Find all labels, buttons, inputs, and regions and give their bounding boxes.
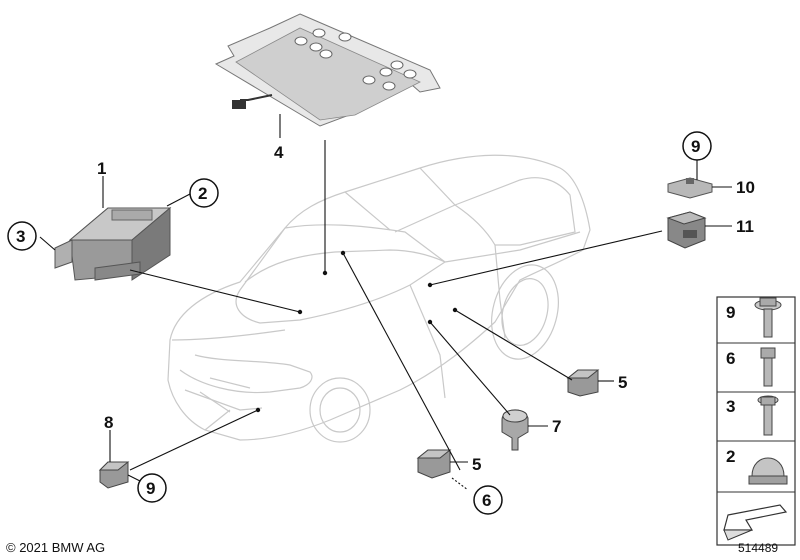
callout-7: 7 xyxy=(552,417,561,436)
leader-lines xyxy=(39,114,732,491)
legend-item-3: 3 xyxy=(726,397,735,416)
callout-9-bottom-circle xyxy=(137,473,167,503)
sensor-part-5-right xyxy=(566,369,600,397)
callout-6: 6 xyxy=(482,491,491,510)
bolt-icon-3 xyxy=(757,395,779,436)
callout-9-bottom: 9 xyxy=(146,479,155,498)
bolt-icon-6 xyxy=(760,347,776,387)
sensor-part-5-bottom xyxy=(416,449,452,479)
callout-10: 10 xyxy=(736,178,755,197)
callout-1: 1 xyxy=(97,159,106,178)
callout-2-circle xyxy=(189,178,219,208)
direction-arrow-icon xyxy=(723,504,788,541)
airbag-control-unit xyxy=(54,206,172,281)
callout-9-top-circle xyxy=(682,131,712,161)
occupant-sensor-mat xyxy=(214,13,441,127)
leader-dots xyxy=(255,250,458,413)
sensor-part-11 xyxy=(666,211,707,249)
document-number: 514489 xyxy=(738,541,779,555)
callout-5-right: 5 xyxy=(618,373,627,392)
sensor-part-8 xyxy=(98,461,130,489)
nut-icon xyxy=(748,457,788,485)
bracket-part-10 xyxy=(667,177,713,199)
callout-11: 11 xyxy=(736,217,754,236)
legend-item-9: 9 xyxy=(726,303,735,322)
copyright-text: © 2021 BMW AG xyxy=(6,540,106,555)
flange-bolt-icon xyxy=(754,297,782,338)
legend-item-2: 2 xyxy=(726,447,735,466)
fastener-legend: 9 6 3 2 xyxy=(716,296,796,546)
callout-2: 2 xyxy=(198,184,207,203)
legend-item-6: 6 xyxy=(726,349,735,368)
callout-3: 3 xyxy=(16,227,25,246)
callout-9-top: 9 xyxy=(691,137,700,156)
callout-4: 4 xyxy=(274,143,284,162)
callout-8: 8 xyxy=(104,413,113,432)
callout-6-circle xyxy=(473,485,503,515)
sensor-part-7 xyxy=(501,409,529,451)
car-outline xyxy=(167,154,591,443)
callout-5-bottom: 5 xyxy=(472,455,481,474)
callout-3-circle xyxy=(7,221,37,251)
